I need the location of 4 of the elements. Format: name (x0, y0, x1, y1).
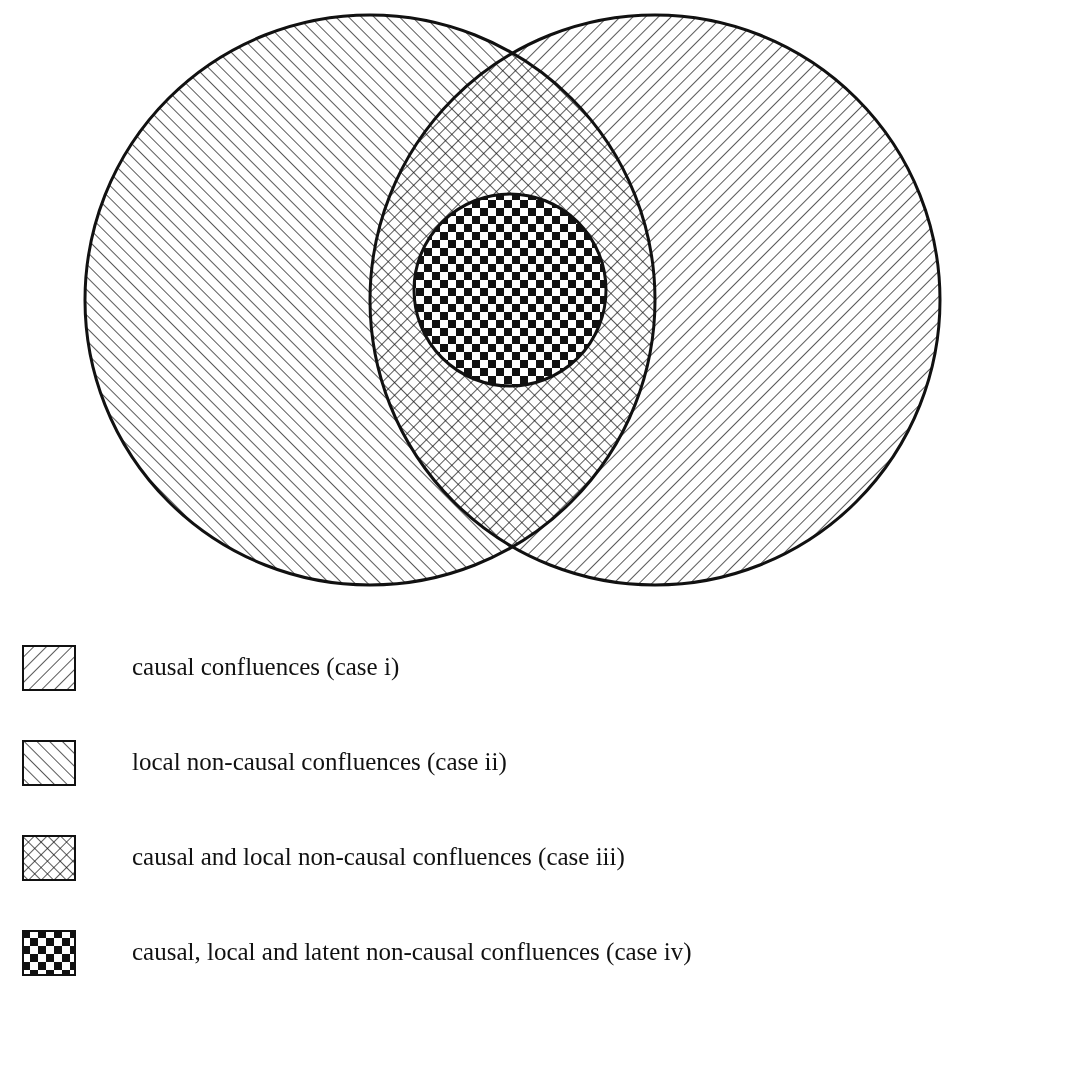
legend-text: causal, local and latent non-causal confluences (case iv) (132, 938, 692, 966)
legend-text: causal confluences (case i) (132, 653, 400, 681)
legend-text: causal and local non-causal confluences (case iii) (132, 843, 625, 871)
legend-text: local non-causal confluences (case ii) (132, 748, 507, 776)
